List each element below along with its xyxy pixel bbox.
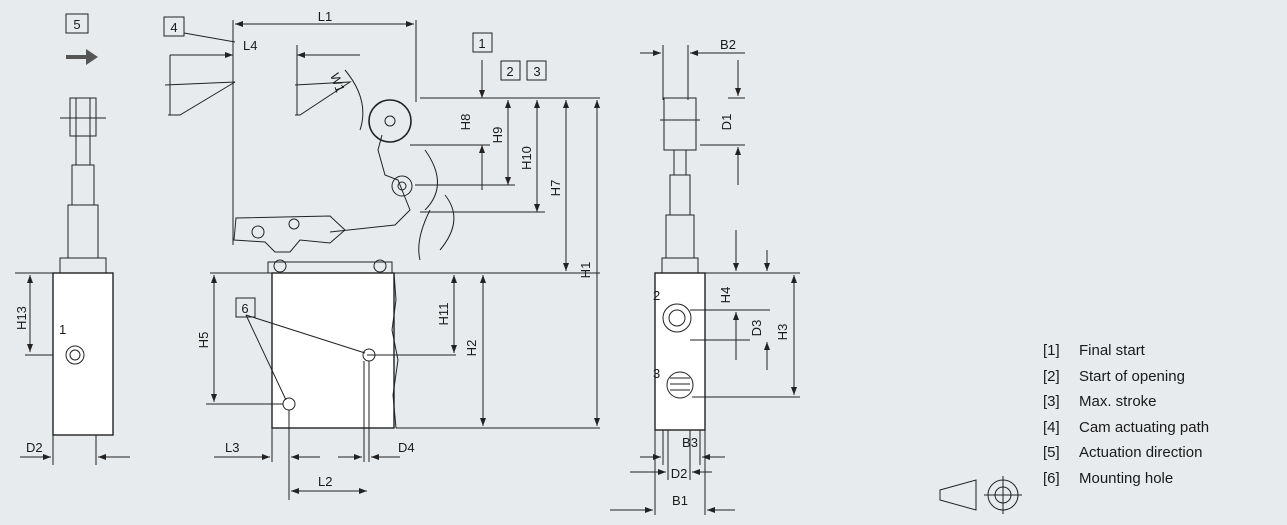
front-view	[164, 20, 600, 500]
dim-H4: H4	[718, 287, 733, 304]
legend-text: Mounting hole	[1079, 469, 1174, 487]
projection-symbol-icon	[939, 476, 1022, 514]
port-label-3: 3	[653, 366, 660, 381]
callout-4: 4	[163, 16, 185, 37]
dim-H2: H2	[464, 340, 479, 357]
dim-D2-right: D2	[671, 466, 688, 481]
dim-H8: H8	[458, 114, 473, 131]
dim-H5: H5	[196, 332, 211, 349]
port-label-1: 1	[59, 322, 66, 337]
callout-2: 2	[500, 60, 521, 81]
legend-text: Cam actuating path	[1079, 418, 1210, 436]
legend-item: [6] Mounting hole	[1043, 466, 1209, 492]
dim-H10: H10	[519, 146, 534, 170]
legend-item: [1] Final start	[1043, 338, 1209, 364]
dim-B1: B1	[672, 493, 688, 508]
dim-D3: D3	[749, 320, 764, 337]
dim-H1: H1	[578, 262, 593, 279]
legend-number: [3]	[1043, 393, 1060, 410]
dim-D4: D4	[398, 440, 415, 455]
legend-item: [4] Cam actuating path	[1043, 415, 1209, 441]
legend-number: [1]	[1043, 342, 1060, 359]
dim-L1: L1	[318, 9, 332, 24]
svg-text:6: 6	[241, 301, 248, 316]
svg-text:1: 1	[478, 36, 485, 51]
legend-number: [6]	[1043, 469, 1060, 487]
dim-L2: L2	[318, 474, 332, 489]
side-view-left	[15, 49, 130, 465]
callout-5: 5	[65, 13, 89, 34]
dim-H7: H7	[548, 180, 563, 197]
legend-item: [5] Actuation direction	[1043, 440, 1209, 466]
dim-H11: H11	[436, 303, 451, 326]
legend-text: Final start	[1079, 342, 1145, 359]
svg-text:2: 2	[506, 64, 513, 79]
legend-text: Actuation direction	[1079, 444, 1203, 461]
dim-D1: D1	[719, 114, 734, 131]
dim-B2: B2	[720, 37, 736, 52]
dim-L4: L4	[243, 38, 257, 53]
svg-text:3: 3	[533, 64, 540, 79]
callout-1: 1	[472, 32, 493, 53]
dim-H3: H3	[775, 324, 790, 341]
dim-B3: B3	[682, 435, 698, 450]
legend-number: [4]	[1043, 418, 1060, 436]
legend-text: Start of opening	[1079, 367, 1185, 385]
legend-item: [2] Start of opening	[1043, 364, 1209, 390]
legend-number: [5]	[1043, 444, 1060, 461]
callout-3: 3	[526, 60, 547, 81]
dim-H13: H13	[14, 306, 29, 330]
legend-item: [3] Max. stroke	[1043, 389, 1209, 415]
dim-D2-left: D2	[26, 440, 43, 455]
dim-W1: W1	[327, 71, 348, 94]
callout-6: 6	[235, 297, 256, 318]
legend-number: [2]	[1043, 367, 1060, 385]
dim-H9: H9	[490, 127, 505, 144]
dim-L3: L3	[225, 440, 239, 455]
svg-text:5: 5	[73, 17, 80, 32]
side-view-right	[610, 45, 800, 515]
svg-text:4: 4	[170, 20, 177, 35]
legend: [1] Final start [2] Start of opening [3]…	[1043, 338, 1209, 491]
legend-text: Max. stroke	[1079, 393, 1157, 410]
port-label-2: 2	[653, 288, 660, 303]
